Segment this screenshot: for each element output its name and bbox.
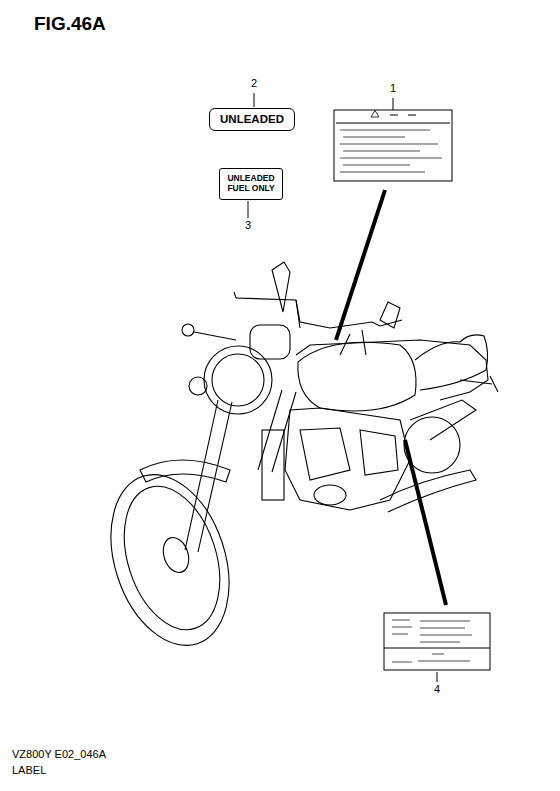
pointer-line (405, 440, 446, 605)
pointer-line (336, 190, 385, 340)
leader-line (393, 98, 394, 110)
callout-number: 3 (245, 219, 251, 231)
label-box: UNLEADED FUEL ONLY (219, 168, 283, 200)
drawing-code: VZ800Y E02_046A (12, 748, 106, 760)
warning-label (334, 110, 452, 181)
motorcycle (90, 262, 498, 661)
leader-line (248, 201, 249, 218)
label-text: UNLEADED FUEL ONLY (225, 174, 277, 194)
label-text: UNLEADED (220, 113, 284, 126)
figure-title: FIG.46A (34, 14, 106, 35)
callout-number: 4 (434, 683, 440, 695)
label-box: UNLEADED (209, 108, 295, 131)
figure-caption: LABEL (12, 764, 46, 776)
leader-line (254, 93, 255, 107)
leader-line (437, 672, 438, 682)
callout-number: 1 (390, 82, 396, 94)
callout-number: 2 (251, 77, 257, 89)
spec-label (384, 613, 490, 670)
